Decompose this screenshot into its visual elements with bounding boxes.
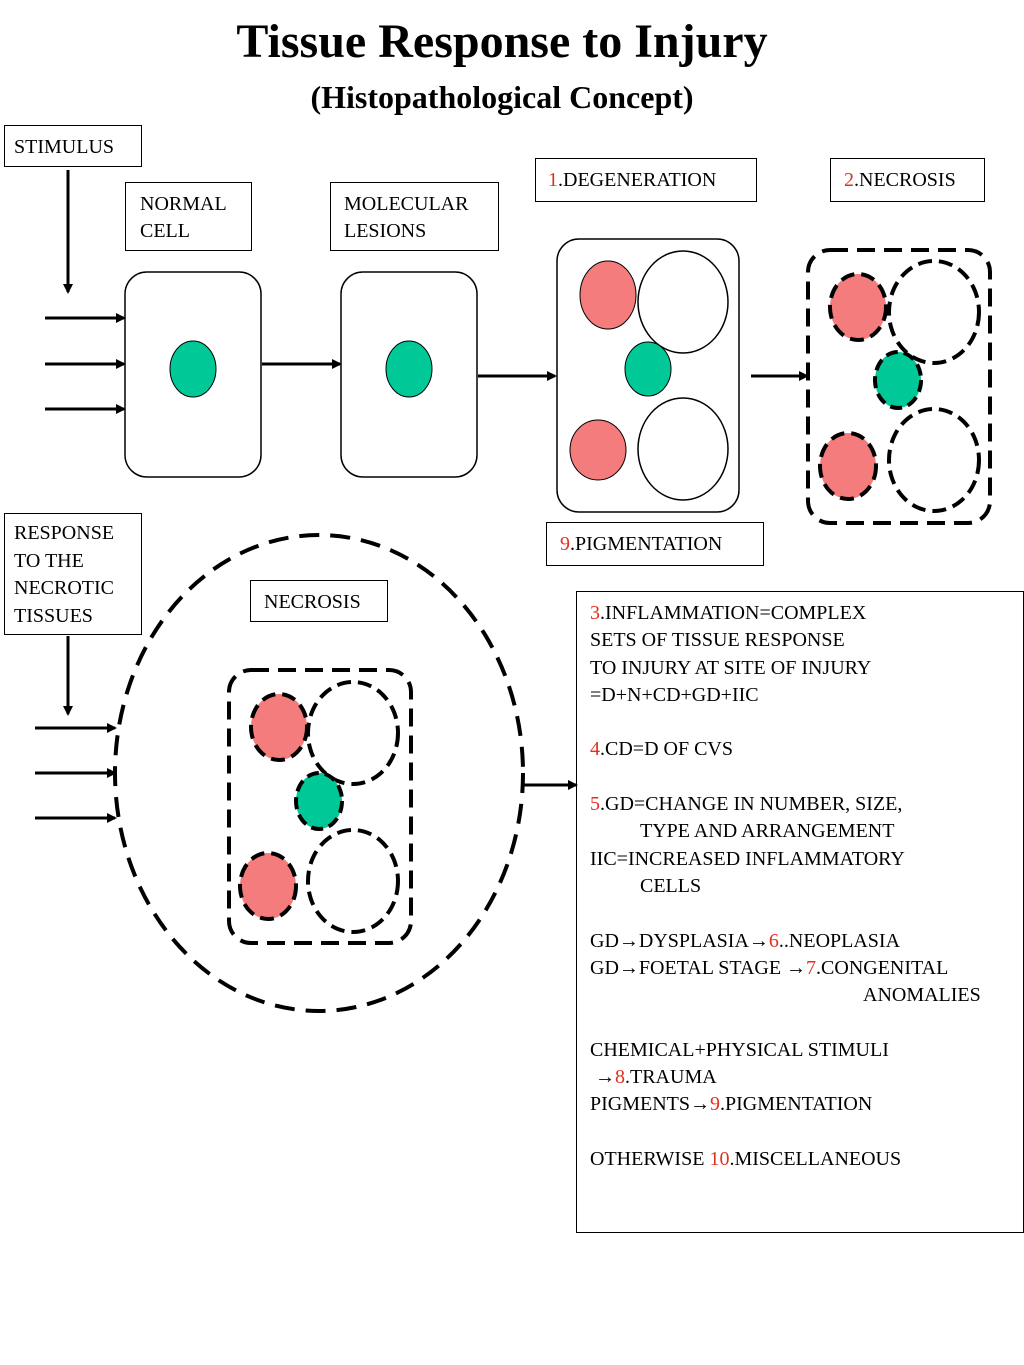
item-number: 3 [590, 602, 600, 624]
text-line: ANOMALIES [863, 984, 981, 1007]
text-line: TISSUES [14, 604, 93, 627]
text-line: MOLECULAR [344, 193, 469, 215]
text-line [590, 900, 1023, 927]
nucleus [624, 341, 672, 397]
item-number: 9 [710, 1093, 721, 1116]
text-line: ..NEOPLASIA [778, 929, 901, 952]
text-line: 4.CD=D OF CVS [590, 736, 1023, 763]
text-line: =D+N+CD+GD+IIC [590, 683, 759, 706]
text-line: GD→DYSPLASIA→ [590, 929, 769, 952]
text-line: .CONGENITAL [816, 956, 949, 979]
text-line: CELL [140, 220, 190, 242]
text-line: TO INJURY AT SITE OF INJURY [590, 656, 872, 679]
item-number: 4 [590, 738, 600, 761]
text-line: →8.TRAUMA [590, 1064, 1023, 1091]
red-cell [249, 692, 309, 762]
text-line: .PIGMENTATION [570, 533, 723, 555]
text-line [590, 709, 1023, 736]
text-line: TO THE [14, 549, 84, 572]
molecular-lesions-label: MOLECULAR LESIONS [330, 182, 499, 251]
text-line: CHEMICAL+PHYSICAL STIMULI [590, 1038, 889, 1061]
text-line [590, 1119, 1023, 1146]
text-line: NORMAL [140, 193, 227, 215]
item-number: 5 [590, 793, 600, 816]
vacuole [887, 259, 981, 365]
text-line [590, 1009, 1023, 1036]
item-number: 6 [768, 929, 779, 952]
text-line: PIGMENTS→ [590, 1093, 711, 1116]
text-line: SETS OF TISSUE RESPONSE [590, 629, 845, 652]
necrosis-top-label: 2.NECROSIS [830, 158, 985, 202]
text-line: 1 [548, 169, 558, 191]
text-line: .TRAUMA [625, 1066, 717, 1089]
stimulus-label: STIMULUS [4, 125, 142, 167]
text-line [590, 764, 1023, 791]
degeneration-label: 1.DEGENERATION [535, 158, 757, 202]
text-line: .CD=D OF CVS [600, 738, 733, 761]
nucleus [294, 771, 344, 831]
text-line: 5.GD=CHANGE IN NUMBER, SIZE, [590, 791, 1023, 818]
inflammation-zone [113, 533, 525, 1013]
page-subtitle: (Histopathological Concept) [310, 79, 694, 115]
nucleus [873, 350, 923, 410]
text-line: GD→FOETAL STAGE → [590, 956, 807, 979]
text-line: 2 [844, 169, 854, 191]
stimulus-arrows [45, 170, 126, 414]
item-number: 7 [806, 956, 817, 979]
text-line: .DEGENERATION [558, 169, 717, 191]
text-line: NECROTIC [14, 577, 114, 599]
vacuole [306, 680, 400, 786]
text-line: NECROSIS [264, 591, 361, 613]
text-line: LESIONS [344, 220, 427, 242]
red-cell [818, 431, 878, 501]
text-line: 3.INFLAMMATION=COMPLEX [590, 600, 1023, 627]
vacuole [637, 397, 729, 501]
page-title: Tissue Response to Injury [236, 15, 768, 68]
text-line: .NECROSIS [854, 169, 956, 191]
text-line: PIGMENTS→9.PIGMENTATION [590, 1091, 1023, 1118]
info-panel: 3.INFLAMMATION=COMPLEX SETS OF TISSUE RE… [576, 591, 1024, 1233]
text-line: GD→DYSPLASIA→6..NEOPLASIA [590, 928, 1023, 955]
text-line: GD→FOETAL STAGE →7.CONGENITAL [590, 955, 1023, 982]
text-line: .MISCELLANEOUS [729, 1147, 902, 1170]
text-line: .INFLAMMATION=COMPLEX [600, 602, 867, 624]
text-line: RESPONSE [14, 522, 115, 544]
nucleus [385, 340, 433, 398]
vacuole [306, 828, 400, 934]
text-line: STIMULUS [14, 136, 115, 158]
pigmentation-label: 9.PIGMENTATION [546, 522, 764, 566]
red-cell [579, 260, 637, 330]
text-line: .PIGMENTATION [720, 1093, 873, 1116]
red-cell [828, 272, 888, 342]
vacuole [637, 250, 729, 354]
response-label: RESPONSE TO THE NECROTIC TISSUES [4, 513, 142, 635]
text-line: OTHERWISE 10.MISCELLANEOUS [590, 1146, 1023, 1173]
text-line: IIC=INCREASED INFLAMMATORY [590, 847, 905, 870]
text-line: TYPE AND ARRANGEMENT [640, 820, 895, 843]
normal-cell-label: NORMAL CELL [125, 182, 252, 251]
response-arrows [35, 636, 117, 823]
red-cell [569, 419, 627, 481]
text-line: OTHERWISE [590, 1147, 710, 1170]
text-line: CELLS [640, 874, 702, 897]
item-number: 8 [615, 1066, 625, 1089]
red-cell [238, 851, 298, 921]
necrosis-bottom-label: NECROSIS [250, 580, 388, 622]
text-line: .GD=CHANGE IN NUMBER, SIZE, [600, 793, 903, 816]
text-line: → [590, 1066, 615, 1089]
nucleus [169, 340, 217, 398]
vacuole [887, 407, 981, 513]
item-number: 10 [709, 1147, 730, 1170]
text-line: 9 [560, 533, 570, 555]
